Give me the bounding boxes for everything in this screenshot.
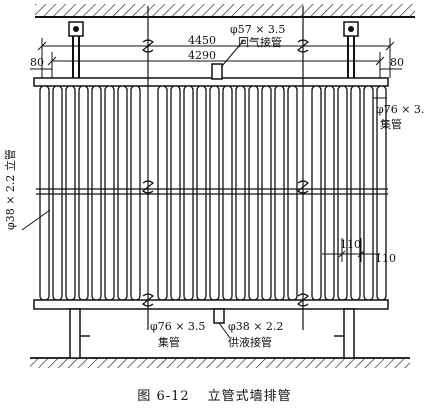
riser-tube	[235, 85, 246, 301]
return-pipe-size-label: φ57 × 3.5	[230, 23, 285, 36]
middle-stay-bar	[36, 188, 388, 195]
riser-tube	[363, 85, 374, 301]
riser-tube	[261, 85, 272, 301]
figure-caption: 图 6-12 立管式墙排管	[0, 385, 429, 404]
figure-number: 图 6-12	[137, 389, 190, 404]
riser-tube	[78, 85, 89, 301]
dimension-inner	[47, 52, 385, 78]
bottom-header-size-label: φ76 × 3.5	[150, 320, 205, 333]
riser-tube	[183, 85, 194, 301]
riser-tube	[337, 85, 348, 301]
riser-tube	[324, 85, 335, 301]
ceiling-hanger-left	[68, 21, 84, 84]
spacing-markers	[322, 238, 380, 262]
return-pipe-name-label: 回气接管	[238, 35, 282, 49]
riser-tube	[196, 85, 207, 301]
riser-tube	[350, 85, 361, 301]
break-marks	[142, 6, 309, 330]
overall-width-dimension: 4450	[188, 34, 216, 47]
riser-tube	[65, 85, 76, 301]
bottom-header-pipe	[33, 299, 389, 310]
figure-title: 立管式墙排管	[207, 389, 292, 404]
ceiling-hanger-right	[343, 21, 359, 84]
left-offset-dimension: 80	[30, 56, 44, 69]
floor-support-right	[334, 308, 355, 359]
riser-tubes	[39, 85, 387, 301]
dimension-overall	[37, 38, 395, 78]
riser-tube	[39, 85, 50, 301]
tube-spacing-label-a: 110	[340, 238, 361, 251]
riser-tube	[222, 85, 233, 301]
supply-pipe-size-label: φ38 × 2.2	[228, 320, 283, 333]
riser-tube	[287, 85, 298, 301]
riser-tube	[52, 85, 63, 301]
ceiling	[35, 4, 415, 18]
floor	[30, 357, 410, 368]
riser-tube	[130, 85, 141, 301]
riser-tube	[170, 85, 181, 301]
floor-support-left	[69, 308, 90, 359]
inner-width-dimension: 4290	[188, 49, 216, 62]
riser-tube	[209, 85, 220, 301]
riser-tube	[117, 85, 128, 301]
riser-tube-label: φ38 × 2.2 立管	[3, 149, 17, 230]
top-header-name-label: 集管	[380, 117, 402, 131]
riser-tube	[248, 85, 259, 301]
riser-tube	[157, 85, 168, 301]
riser-tube	[274, 85, 285, 301]
top-header-pipe	[33, 77, 389, 87]
tube-spacing-label-b: 110	[375, 252, 396, 265]
supply-liquid-nozzle	[213, 308, 231, 339]
right-offset-dimension: 80	[390, 56, 404, 69]
riser-tube	[311, 85, 322, 301]
bottom-header-name-label: 集管	[158, 335, 180, 349]
riser-tube	[104, 85, 115, 301]
riser-tube	[91, 85, 102, 301]
top-header-size-label: φ76 × 3.	[376, 103, 424, 116]
supply-pipe-name-label: 供液接管	[228, 335, 272, 349]
leader-lines	[21, 97, 387, 231]
return-gas-nozzle	[211, 39, 245, 80]
